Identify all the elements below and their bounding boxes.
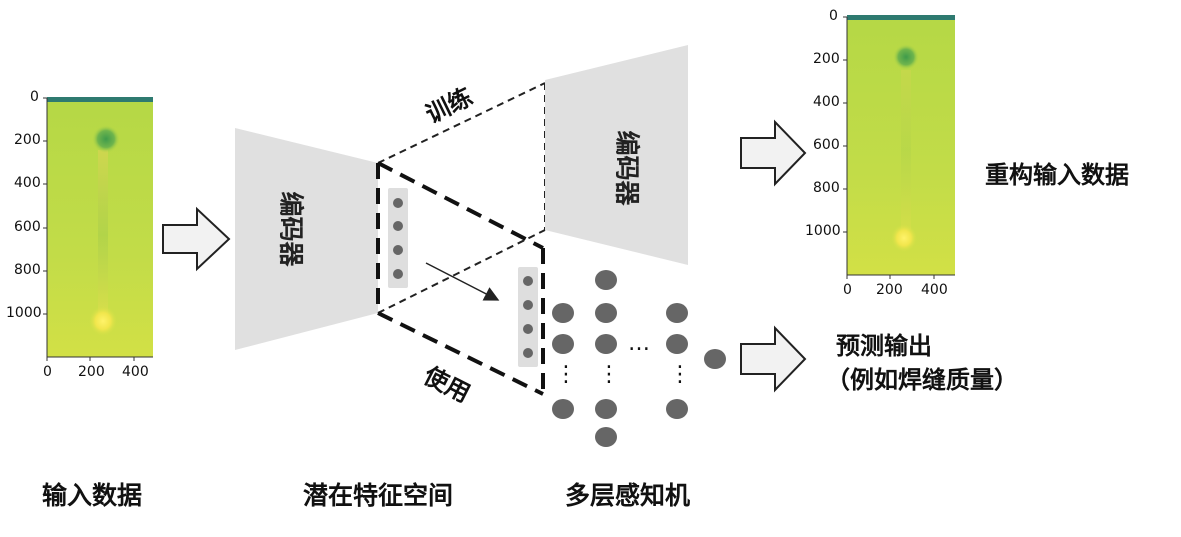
prediction-caption: 预测输出 (836, 332, 932, 360)
input-image-top-strip (47, 97, 153, 102)
mlp-vdots-1: ⋮ (555, 362, 577, 387)
input-image (43, 97, 153, 361)
output-ytick-400: 400 (813, 94, 840, 110)
output-xtick-400: 400 (921, 282, 948, 298)
latent-vector (388, 188, 408, 288)
use-connector (376, 161, 545, 396)
input-xtick-0: 0 (43, 364, 52, 380)
output-ytick-0: 0 (829, 8, 838, 24)
decoder-trapezoid (545, 45, 688, 265)
mlp-hdots: … (628, 331, 650, 356)
output-image-top-strip (847, 15, 955, 20)
input-ytick-1000: 1000 (6, 305, 42, 321)
mlp-nodes (552, 270, 726, 447)
input-ytick-800: 800 (14, 262, 41, 278)
input-ytick-0: 0 (30, 89, 39, 105)
mlp-vdots-3: ⋮ (669, 362, 691, 387)
input-arrow (162, 206, 231, 272)
output-ytick-200: 200 (813, 51, 840, 67)
input-ytick-400: 400 (14, 175, 41, 191)
encoder-trapezoid (235, 128, 378, 350)
latent-to-mlp-arrow (425, 262, 500, 301)
output-image (843, 15, 955, 279)
latent-nodes (393, 198, 403, 279)
encoder-label: 编码器 (276, 191, 306, 267)
output-ytick-800: 800 (813, 180, 840, 196)
input-xtick-400: 400 (122, 364, 149, 380)
prediction-example-caption: （例如焊缝质量） (826, 366, 1018, 394)
reconstructed-caption: 重构输入数据 (985, 161, 1129, 189)
input-xtick-200: 200 (78, 364, 105, 380)
mlp-input-vector (518, 267, 538, 367)
input-ytick-600: 600 (14, 219, 41, 235)
output-ytick-1000: 1000 (805, 223, 841, 239)
input-data-caption: 输入数据 (42, 481, 143, 510)
output-xtick-0: 0 (843, 282, 852, 298)
prediction-arrow (740, 325, 807, 393)
decoder-label: 编码器 (612, 130, 642, 206)
mlp-caption: 多层感知机 (565, 481, 691, 510)
output-xtick-200: 200 (876, 282, 903, 298)
mlp-vdots-2: ⋮ (598, 362, 620, 387)
latent-space-caption: 潜在特征空间 (303, 481, 454, 510)
reconstruct-arrow (740, 119, 807, 187)
mlp-input-nodes (523, 276, 533, 358)
output-ytick-600: 600 (813, 137, 840, 153)
input-ytick-200: 200 (14, 132, 41, 148)
